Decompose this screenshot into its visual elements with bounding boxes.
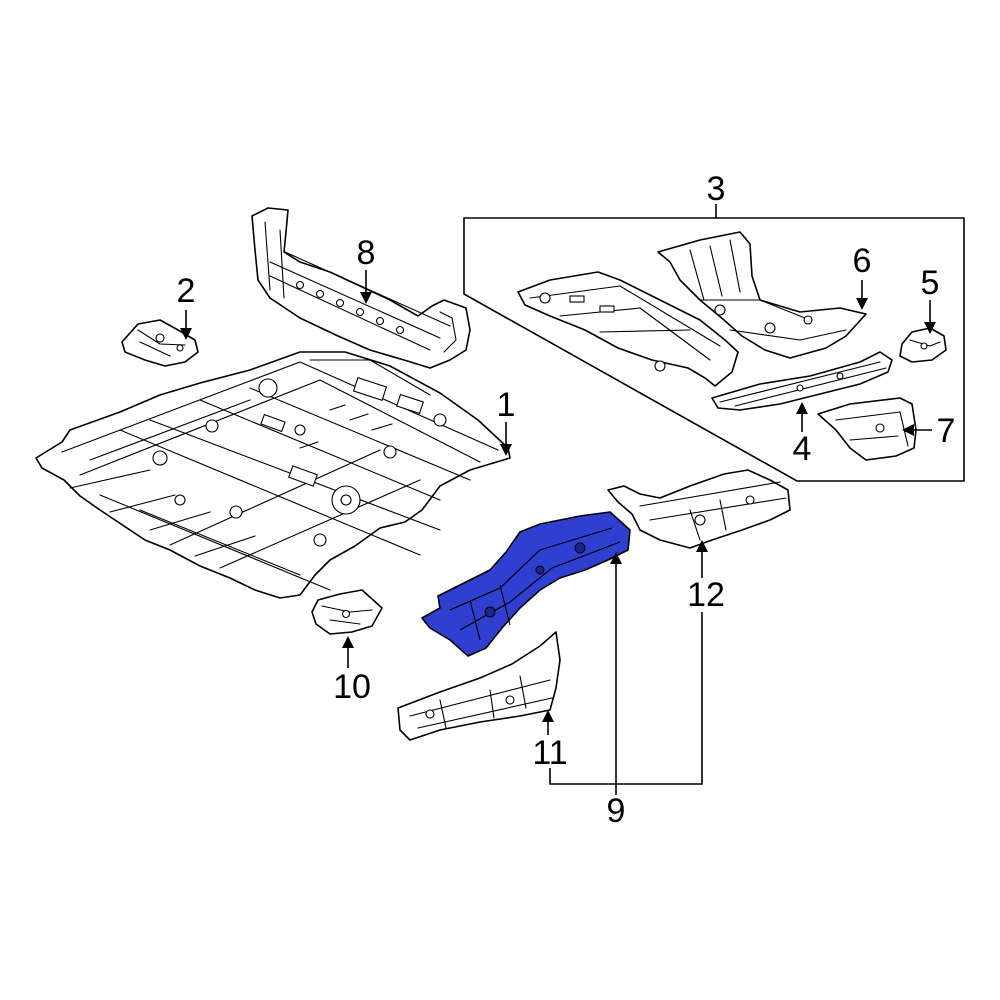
part-9-rail-extension[interactable] [421, 511, 631, 657]
callout-11: 11 [532, 734, 567, 772]
part-5-bracket[interactable] [899, 327, 947, 363]
part-8-crossmember[interactable] [251, 207, 471, 369]
callout-5: 5 [921, 264, 940, 302]
callout-8: 8 [357, 234, 376, 272]
callout-12: 12 [687, 576, 725, 614]
callout-1: 1 [497, 386, 516, 424]
part-11-side-member[interactable] [397, 631, 561, 741]
callout-10: 10 [333, 668, 371, 706]
callout-6: 6 [853, 242, 872, 280]
part-4-sill-rail[interactable] [711, 351, 893, 411]
part-2-bracket[interactable] [121, 319, 199, 367]
callout-4: 4 [793, 430, 812, 468]
callout-labels: 1 2 3 4 5 6 7 8 9 10 11 12 [177, 170, 956, 830]
part-12-frame-rail[interactable] [607, 469, 791, 549]
callout-9: 9 [607, 792, 626, 830]
callout-3: 3 [707, 170, 726, 208]
part-1-floor-pan[interactable] [35, 351, 511, 599]
callout-2: 2 [177, 272, 196, 310]
callout-7: 7 [937, 412, 956, 450]
part-7-panel[interactable] [817, 397, 917, 461]
assembly-3-outline [463, 217, 965, 482]
part-3-floor-panel[interactable] [517, 271, 739, 387]
leader-lines [180, 204, 936, 795]
part-6-floor-tub[interactable] [657, 231, 867, 359]
part-10-bracket[interactable] [311, 589, 383, 635]
